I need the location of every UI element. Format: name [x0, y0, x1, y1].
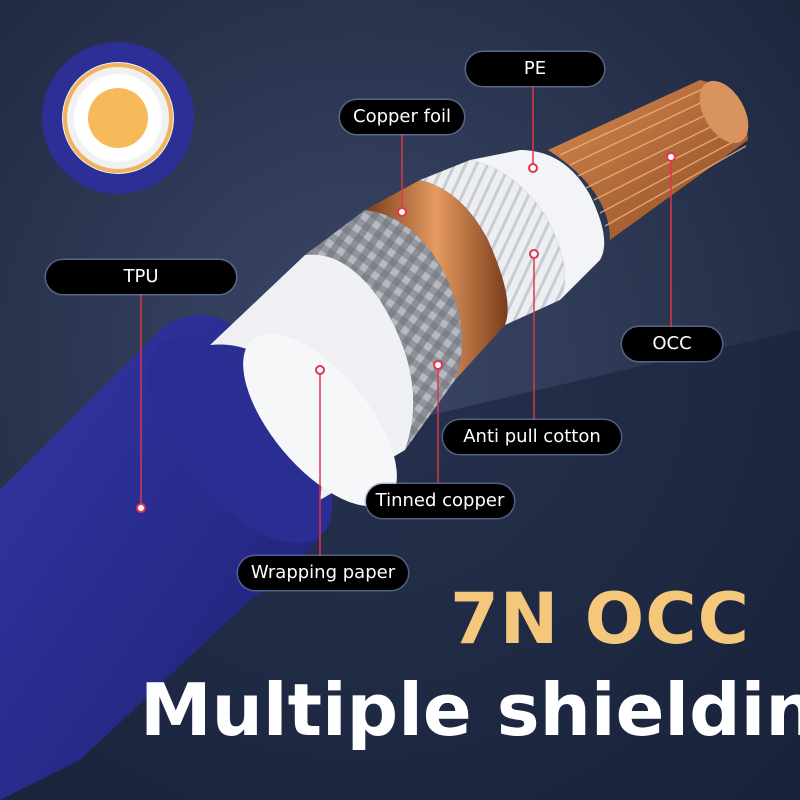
copper-foil-layer — [365, 180, 508, 380]
label-wrapping-paper: Wrapping paper — [238, 556, 408, 590]
label-tinned-copper: Tinned copper — [366, 484, 514, 518]
leader-lines — [140, 86, 672, 556]
cross-section-icon — [42, 42, 194, 194]
pe-insulation — [470, 150, 605, 300]
label-copper-foil: Copper foil — [340, 100, 464, 134]
leader-dots — [136, 152, 676, 513]
tpu-jacket — [0, 315, 333, 800]
label-pe: PE — [466, 52, 604, 86]
headline-multiple-shielding: Multiple shielding — [140, 668, 800, 752]
label-occ: OCC — [622, 327, 722, 361]
headline-7n-occ: 7N OCC — [450, 578, 750, 660]
label-anti-pull-cotton: Anti pull cotton — [443, 420, 621, 454]
tinned-copper-braid — [305, 210, 463, 450]
anti-pull-cotton-layer — [420, 160, 565, 325]
occ-copper-strands — [548, 80, 749, 240]
label-tpu: TPU — [46, 260, 236, 294]
